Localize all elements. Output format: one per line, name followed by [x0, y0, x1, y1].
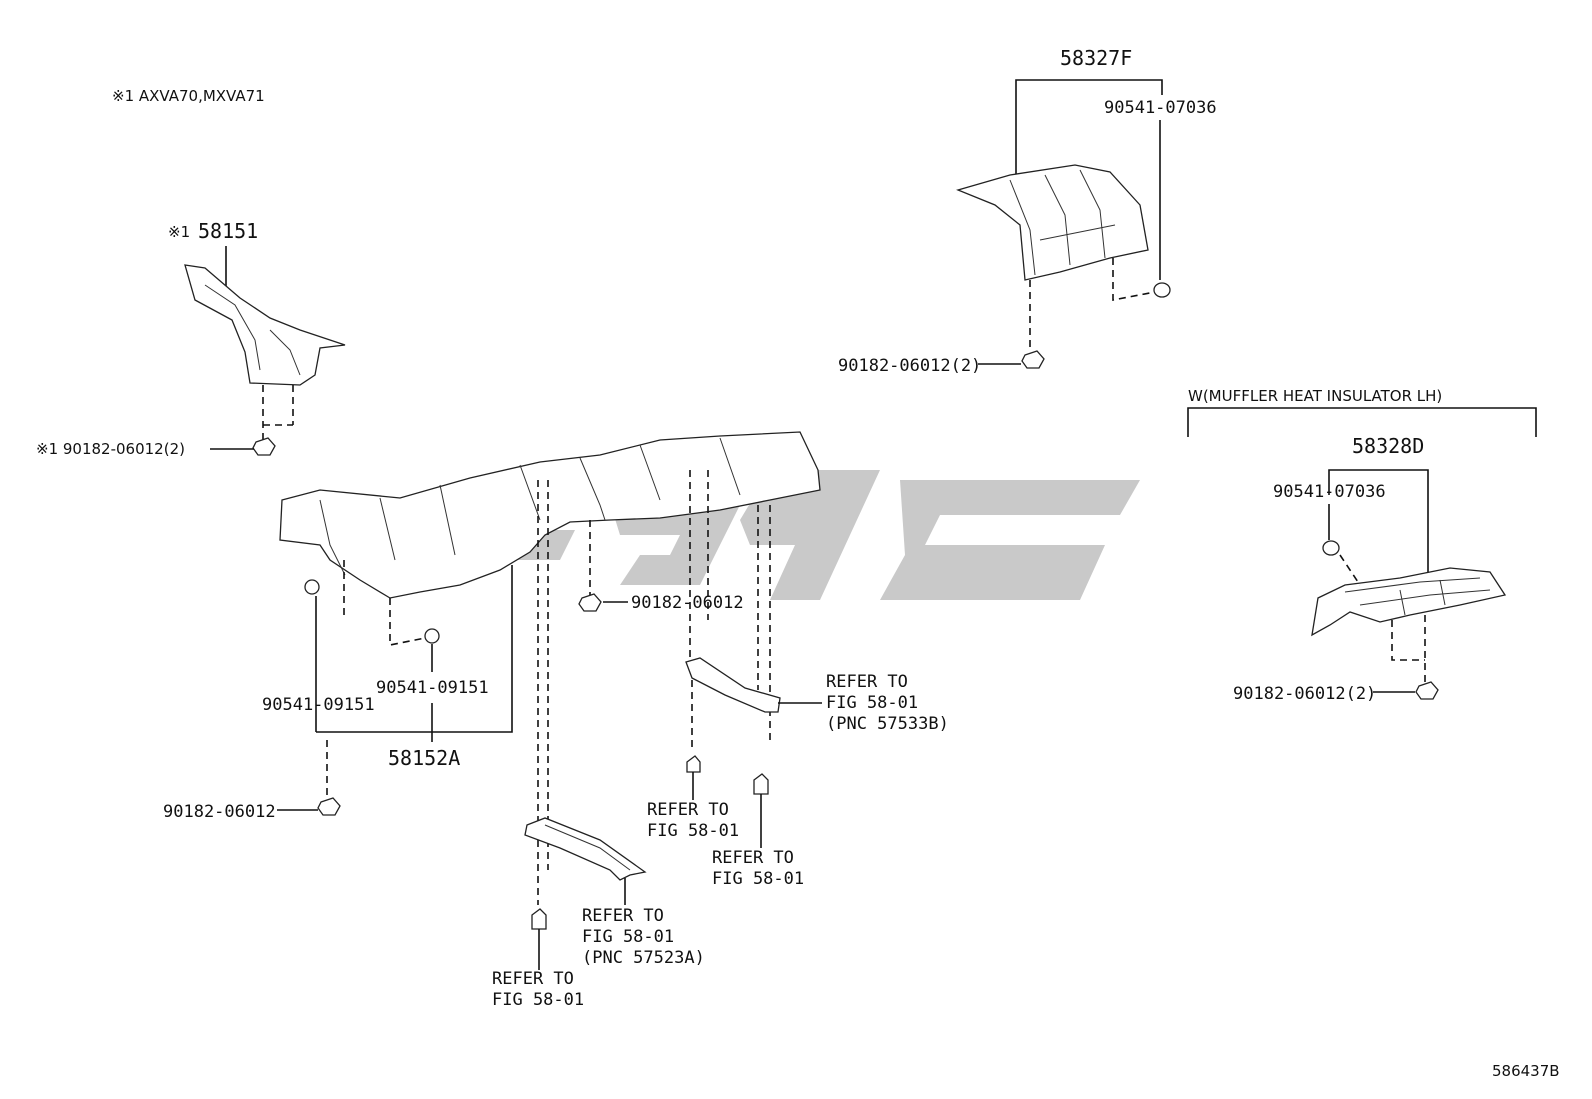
bracket-line [1328, 469, 1429, 575]
floor-bracket [524, 817, 647, 881]
insulator-detail [319, 437, 741, 576]
ref2-line1: REFER TO [647, 800, 729, 820]
ref3-line2: FIG 58-01 [712, 869, 804, 889]
clip-icon [304, 579, 320, 595]
part-58328D-label: 58328D [1352, 434, 1424, 458]
bolt-label-b: 90182-06012 [163, 802, 276, 822]
insulator-detail [204, 284, 301, 376]
part-58151-group: ※1 58151 ※1 90182-06012(2) [36, 219, 346, 458]
clip-icon [1153, 282, 1171, 298]
bolt-icon [686, 755, 701, 773]
bolt-label-58327F: 90182-06012(2) [838, 356, 981, 376]
clip-icon [1322, 540, 1340, 556]
ref1-line2: FIG 58-01 [826, 693, 918, 713]
part-58151-label: 58151 [198, 219, 258, 243]
bolt-icon [578, 593, 602, 612]
bracket-57533B-group: REFER TO FIG 58-01 (PNC 57533B) REFER TO… [647, 470, 949, 889]
ref3-line1: REFER TO [712, 848, 794, 868]
dashed-line [1339, 554, 1361, 586]
heat-insulator-58328D [1311, 567, 1507, 637]
insulator-detail [1344, 577, 1491, 616]
part-58152A-group: 90182-06012 90541-09151 90541-09151 5815… [163, 431, 821, 822]
bracket-detail [544, 824, 631, 871]
bolt-icon [1021, 350, 1045, 369]
dashed-line [389, 598, 426, 646]
bracket-57523A-group: REFER TO FIG 58-01 (PNC 57523A) REFER TO… [492, 480, 705, 1010]
bolt-label-58328D: 90182-06012(2) [1233, 684, 1376, 704]
applicability-note: ※1 AXVA70,MXVA71 [112, 87, 265, 105]
bracket-line [1015, 79, 1163, 175]
clip-label-58327F: 90541-07036 [1104, 98, 1217, 118]
dashed-line [1112, 258, 1156, 301]
clip-icon [424, 628, 440, 644]
insulator-detail [1009, 169, 1116, 276]
crossmember-bracket [685, 657, 781, 713]
ref4-line2: FIG 58-01 [582, 927, 674, 947]
clip-label-58328D: 90541-07036 [1273, 482, 1386, 502]
heat-insulator-58151 [184, 264, 346, 386]
bolt-icon [531, 908, 547, 930]
bolt-icon [1415, 681, 1439, 700]
heat-insulator-58152A [279, 431, 821, 599]
bolt-icon [753, 773, 769, 795]
part-58327F-group: 58327F 90541-07036 90182-06012(2) [838, 46, 1217, 376]
ref1-line1: REFER TO [826, 672, 908, 692]
ref5-line2: FIG 58-01 [492, 990, 584, 1010]
ref4-line1: REFER TO [582, 906, 664, 926]
part-58327F-label: 58327F [1060, 46, 1132, 70]
part-58151-mark: ※1 [168, 223, 190, 241]
bolt-label-a: 90182-06012 [631, 593, 744, 613]
ref4-line3: (PNC 57523A) [582, 948, 705, 968]
heat-insulator-58327F [956, 164, 1149, 281]
part-58328D-group: W(MUFFLER HEAT INSULATOR LH) 58328D 9054… [1187, 387, 1537, 704]
figure-id: 586437B [1492, 1062, 1560, 1080]
group-bracket [1187, 407, 1537, 437]
part-58152A-label: 58152A [388, 746, 460, 770]
bolt-icon [317, 797, 341, 816]
bracket-line [316, 565, 513, 733]
ref1-line3: (PNC 57533B) [826, 714, 949, 734]
clip-label-b: 90541-09151 [376, 678, 489, 698]
dashed-line [1391, 620, 1425, 661]
ref2-line2: FIG 58-01 [647, 821, 739, 841]
bolt-label-58151: ※1 90182-06012(2) [36, 440, 185, 458]
ref5-line1: REFER TO [492, 969, 574, 989]
bolt-icon [252, 437, 276, 456]
group-label: W(MUFFLER HEAT INSULATOR LH) [1188, 387, 1442, 405]
clip-label-a: 90541-09151 [262, 695, 375, 715]
